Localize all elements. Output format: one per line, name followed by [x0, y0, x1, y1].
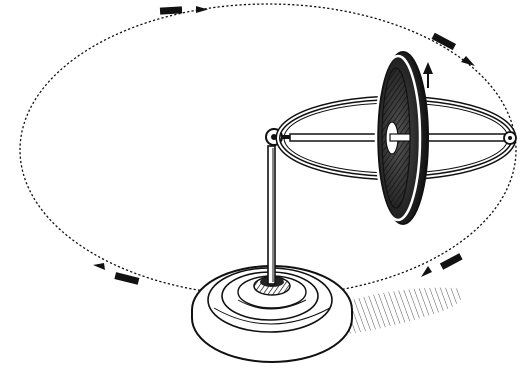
support-rod — [268, 146, 275, 284]
rotor-disc — [376, 52, 428, 224]
spin-arrow-icon — [423, 62, 433, 88]
orbit-arrow-bottom-right — [421, 253, 463, 277]
orbit-arrow-right-top — [432, 33, 475, 66]
orbit-arrow-bottom-left — [93, 263, 139, 285]
